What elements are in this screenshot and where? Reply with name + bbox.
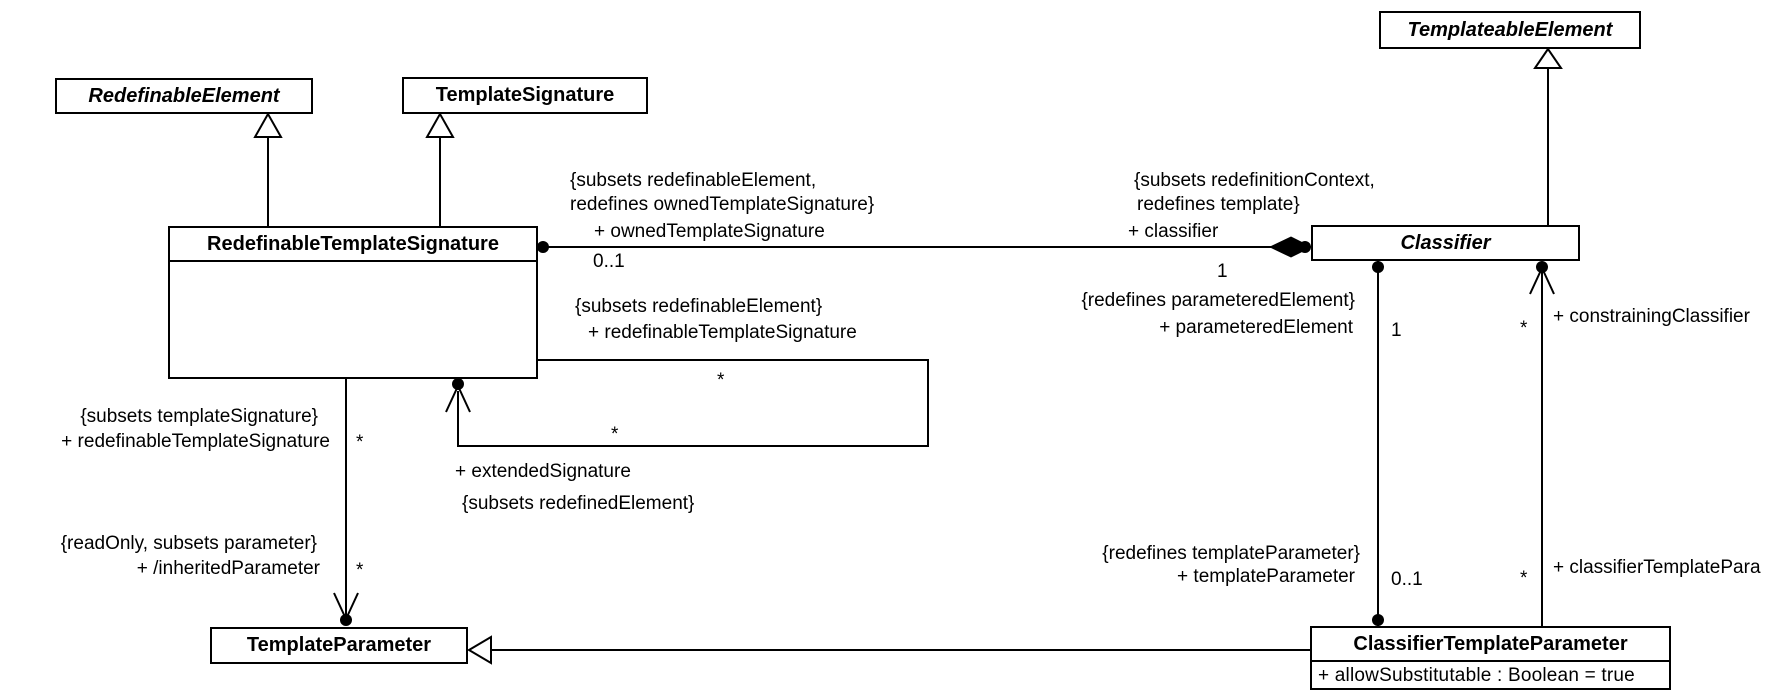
label-owned-ts-constraint-line1: {subsets redefinableElement, (570, 170, 817, 191)
label-inherited-src-role: + redefinableTemplateSignature (61, 431, 330, 452)
label-inherited-constraint: {readOnly, subsets parameter} (60, 533, 317, 554)
composition-diamond-icon (1268, 236, 1313, 258)
label-classifier-constraint-line2: redefines template} (1137, 194, 1300, 215)
generalization-triangle-icon (253, 111, 283, 138)
label-parametered-constraint: {redefines parameteredElement} (1081, 290, 1355, 311)
ownership-dot-icon (1299, 241, 1311, 253)
generalization-rts-to-template-signature (425, 111, 455, 226)
label-template-param-constraint: {redefines templateParameter} (1102, 543, 1360, 564)
association-constraining-classifier (1529, 261, 1555, 626)
ownership-dot-icon (340, 614, 352, 626)
label-extended-signature-constraint: {subsets redefinedElement} (462, 493, 695, 514)
class-box-redefinable-element: RedefinableElement (55, 78, 313, 114)
class-name-templateable-element: TemplateableElement (1407, 18, 1613, 41)
label-inherited-src-constraint: {subsets templateSignature} (80, 406, 318, 427)
label-inherited-src-multiplicity: * (356, 432, 364, 453)
label-extended-signature-role: + extendedSignature (455, 461, 631, 482)
class-box-classifier-template-parameter: ClassifierTemplateParameter + allowSubst… (1310, 626, 1671, 690)
class-name-classifier: Classifier (1400, 231, 1491, 254)
ownership-dot-icon (537, 241, 549, 253)
label-template-param-role: + templateParameter (1177, 566, 1355, 587)
attribute-allow-substitutable: + allowSubstitutable : Boolean = true (1318, 665, 1635, 686)
class-name-redefinable-template-signature: RedefinableTemplateSignature (170, 228, 536, 262)
open-arrowhead-icon (1529, 265, 1555, 295)
label-owned-ts-multiplicity: 0..1 (593, 251, 625, 272)
label-ctp-end-role: + classifierTemplatePara (1553, 557, 1761, 578)
ownership-dot-icon (1536, 261, 1548, 273)
generalization-triangle-icon (467, 635, 492, 665)
label-self-assoc-mult-top: * (717, 370, 725, 391)
generalization-triangle-icon (425, 111, 455, 138)
association-template-parameter (1372, 261, 1384, 626)
class-name-template-signature: TemplateSignature (435, 84, 615, 106)
class-box-template-signature: TemplateSignature (402, 77, 648, 114)
class-name-classifier-template-parameter: ClassifierTemplateParameter (1312, 628, 1669, 662)
label-inherited-multiplicity: * (356, 560, 364, 581)
class-name-template-parameter: TemplateParameter (246, 634, 432, 656)
label-constraining-role: + constrainingClassifier (1553, 306, 1750, 327)
ownership-dot-icon (452, 378, 464, 390)
label-template-param-multiplicity: 0..1 (1391, 569, 1423, 590)
association-inherited-parameter (333, 379, 359, 626)
label-self-assoc-constraint: {subsets redefinableElement} (575, 296, 823, 317)
generalization-classifier-to-templateable-element (1533, 47, 1563, 225)
label-ctp-end-multiplicity: * (1520, 568, 1528, 589)
label-classifier-role: + classifier (1128, 221, 1219, 242)
open-arrowhead-icon (333, 592, 359, 622)
ownership-dot-icon (1372, 614, 1384, 626)
generalization-ctp-to-template-parameter (467, 635, 1310, 665)
generalization-triangle-icon (1533, 47, 1563, 69)
ownership-dot-icon (1372, 261, 1384, 273)
label-inherited-role: + /inheritedParameter (136, 558, 320, 579)
class-box-template-parameter: TemplateParameter (210, 627, 468, 664)
label-self-assoc-role: + redefinableTemplateSignature (588, 322, 857, 343)
generalization-rts-to-redefinable-element (253, 111, 283, 226)
label-constraining-multiplicity: * (1520, 318, 1528, 339)
label-parametered-role: + parameteredElement (1159, 317, 1353, 338)
label-classifier-multiplicity: 1 (1217, 261, 1228, 282)
label-classifier-constraint-line1: {subsets redefinitionContext, (1134, 170, 1375, 191)
class-name-redefinable-element: RedefinableElement (88, 84, 280, 107)
open-arrowhead-icon (445, 383, 471, 413)
class-box-classifier: Classifier (1311, 225, 1580, 261)
label-self-assoc-mult-bottom: * (611, 424, 619, 445)
label-parametered-multiplicity: 1 (1391, 320, 1402, 341)
class-box-templateable-element: TemplateableElement (1379, 11, 1641, 49)
label-owned-ts-constraint-line2: redefines ownedTemplateSignature} (570, 194, 875, 215)
label-owned-ts-role: + ownedTemplateSignature (594, 221, 825, 242)
class-box-redefinable-template-signature: RedefinableTemplateSignature (168, 226, 538, 379)
